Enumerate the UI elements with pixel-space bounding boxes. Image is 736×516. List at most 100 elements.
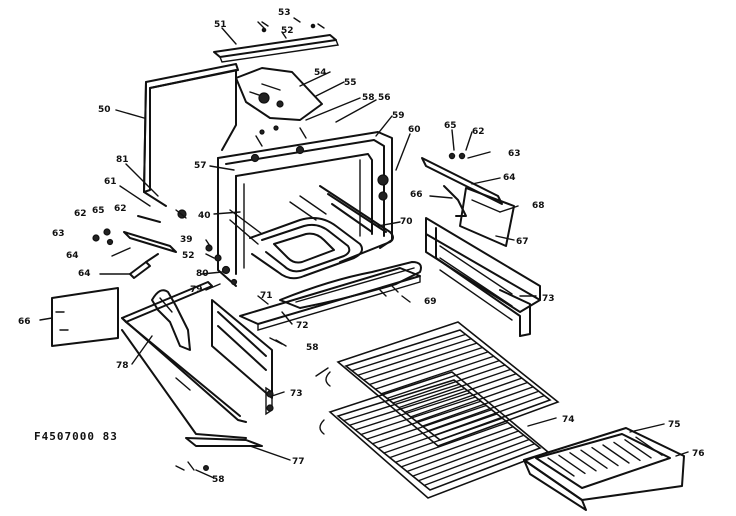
rack-wire bbox=[400, 426, 514, 468]
rack-wire bbox=[357, 338, 472, 376]
callout-39: 39 bbox=[180, 235, 193, 245]
callout-58b: 58 bbox=[306, 343, 319, 353]
rack-wire bbox=[377, 409, 493, 450]
oven-rack-upper bbox=[315, 321, 560, 447]
rack-wire bbox=[389, 417, 504, 459]
right-side-panel bbox=[425, 217, 541, 337]
callout-69: 69 bbox=[424, 297, 437, 307]
pan-slot bbox=[591, 446, 619, 467]
rack-wire bbox=[351, 333, 467, 372]
callout-76: 76 bbox=[692, 449, 705, 459]
callout-52: 52 bbox=[281, 26, 294, 36]
callout-52b: 52 bbox=[182, 251, 195, 261]
callout-79: 79 bbox=[190, 285, 203, 295]
callout-62: 62 bbox=[472, 127, 485, 137]
rack-wire bbox=[404, 373, 517, 413]
broiler-pan bbox=[523, 427, 685, 511]
callout-68: 68 bbox=[532, 201, 545, 211]
callout-58: 58 bbox=[362, 93, 375, 103]
rack-wire bbox=[421, 386, 534, 427]
rack-wire bbox=[371, 404, 487, 445]
rack-wire bbox=[394, 421, 509, 463]
callout-51: 51 bbox=[214, 20, 227, 30]
callout-64b: 64 bbox=[66, 251, 79, 261]
callout-leaders bbox=[39, 21, 689, 479]
callout-63: 63 bbox=[508, 149, 521, 159]
oven-back-panel bbox=[143, 63, 239, 207]
rack-wire bbox=[383, 413, 498, 454]
broil-drawer-rail bbox=[239, 267, 421, 331]
broil-element bbox=[289, 185, 394, 263]
callout-65b: 65 bbox=[92, 206, 105, 216]
callout-78: 78 bbox=[116, 361, 129, 371]
callout-72: 72 bbox=[296, 321, 309, 331]
rack-wire bbox=[348, 387, 466, 426]
callout-58c: 58 bbox=[212, 475, 225, 485]
callout-50: 50 bbox=[98, 105, 111, 115]
callout-55: 55 bbox=[344, 78, 357, 88]
rack-wire bbox=[386, 359, 501, 400]
insulation-pad bbox=[235, 67, 323, 121]
rack-wire bbox=[366, 400, 482, 440]
callout-62b: 62 bbox=[74, 209, 87, 219]
rack-wire bbox=[409, 377, 523, 418]
left-mounting-plate bbox=[51, 287, 119, 347]
rack-wire bbox=[398, 368, 512, 409]
left-drawer-slide bbox=[211, 299, 274, 416]
callout-40: 40 bbox=[198, 211, 211, 221]
rack-wire bbox=[380, 355, 495, 395]
rack-wire bbox=[423, 443, 536, 487]
rack-wire bbox=[392, 364, 506, 404]
callout-labels: 51 53 52 54 55 50 58 56 59 60 65 62 63 5… bbox=[18, 8, 705, 485]
callout-66b: 66 bbox=[18, 317, 31, 327]
rack-wire bbox=[354, 392, 471, 431]
rack-wire bbox=[412, 434, 525, 477]
callout-63b: 63 bbox=[52, 229, 65, 239]
top-trim-bar bbox=[213, 34, 339, 63]
bottom-base-panel bbox=[121, 329, 263, 447]
rack-wire bbox=[406, 430, 520, 473]
callout-65: 65 bbox=[444, 121, 457, 131]
callout-53: 53 bbox=[278, 8, 291, 18]
pan-slot bbox=[635, 436, 663, 456]
pan-slot bbox=[558, 454, 586, 475]
callout-64c: 64 bbox=[78, 269, 91, 279]
callout-81: 81 bbox=[116, 155, 129, 165]
pan-slot bbox=[602, 444, 630, 464]
rack-wire bbox=[343, 383, 461, 422]
pan-slot bbox=[624, 439, 652, 459]
callout-66: 66 bbox=[410, 190, 423, 200]
callout-62c: 62 bbox=[114, 204, 127, 214]
callout-59: 59 bbox=[392, 111, 405, 121]
callout-56: 56 bbox=[378, 93, 391, 103]
callout-54: 54 bbox=[314, 68, 327, 78]
callout-70: 70 bbox=[400, 217, 413, 227]
oven-liner-frame bbox=[217, 131, 393, 287]
callout-75: 75 bbox=[668, 420, 681, 430]
drawing-id-caption: F4507000 83 bbox=[34, 430, 118, 443]
right-hinge-assembly bbox=[421, 152, 515, 247]
rack-wire bbox=[415, 381, 529, 423]
pan-slot bbox=[580, 449, 608, 469]
left-hinge-assembly bbox=[92, 209, 187, 279]
pan-slot bbox=[547, 457, 575, 477]
callout-57: 57 bbox=[194, 161, 207, 171]
callout-71: 71 bbox=[260, 291, 273, 301]
callout-73b: 73 bbox=[290, 389, 303, 399]
left-side-panel bbox=[121, 281, 247, 423]
callout-60: 60 bbox=[408, 125, 421, 135]
callout-74: 74 bbox=[562, 415, 575, 425]
bake-element bbox=[229, 209, 363, 280]
callout-67: 67 bbox=[516, 237, 529, 247]
rack-wire bbox=[417, 438, 530, 482]
callout-64: 64 bbox=[503, 173, 516, 183]
callout-73: 73 bbox=[542, 294, 555, 304]
rack-wire bbox=[374, 351, 489, 390]
rack-wire bbox=[368, 346, 484, 386]
callout-77: 77 bbox=[292, 457, 305, 467]
callout-80: 80 bbox=[196, 269, 209, 279]
pan-slot bbox=[569, 452, 597, 472]
rack-wire bbox=[362, 342, 478, 381]
pan-slot bbox=[613, 441, 641, 462]
